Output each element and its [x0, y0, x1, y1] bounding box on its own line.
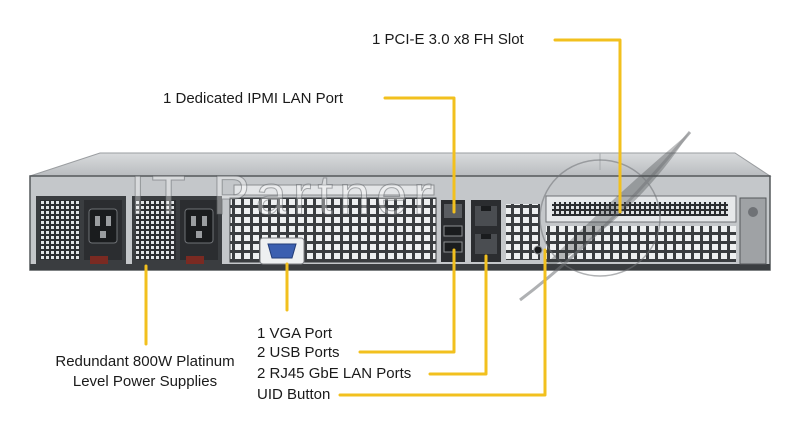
label-pcie-slot: 1 PCI-E 3.0 x8 FH Slot [372, 31, 524, 48]
power-supply-2 [132, 196, 222, 266]
label-psu-line2: Level Power Supplies [72, 373, 218, 390]
label-lan-ports: 2 RJ45 GbE LAN Ports [257, 365, 412, 382]
rj45-stack [471, 200, 501, 262]
leader-ipmi [383, 96, 456, 214]
leader-lines [144, 38, 622, 397]
leader-uid [338, 248, 547, 397]
power-supply-1 [36, 196, 126, 266]
leader-pcie [553, 38, 622, 214]
watermark-logo [519, 131, 692, 302]
label-psu-line1: Redundant 800W Platinum [55, 353, 235, 370]
leader-lan [428, 254, 488, 376]
label-usb-ports: 2 USB Ports [257, 344, 340, 361]
watermark-text: IT Partner [130, 163, 438, 226]
label-uid-button: UID Button [257, 386, 331, 403]
vga-port-graphic [259, 237, 305, 265]
label-ipmi-port: 1 Dedicated IPMI LAN Port [163, 90, 344, 107]
pcie-slot-graphic [545, 195, 767, 265]
leader-usb [358, 248, 456, 354]
label-vga-port: 1 VGA Port [257, 325, 333, 342]
